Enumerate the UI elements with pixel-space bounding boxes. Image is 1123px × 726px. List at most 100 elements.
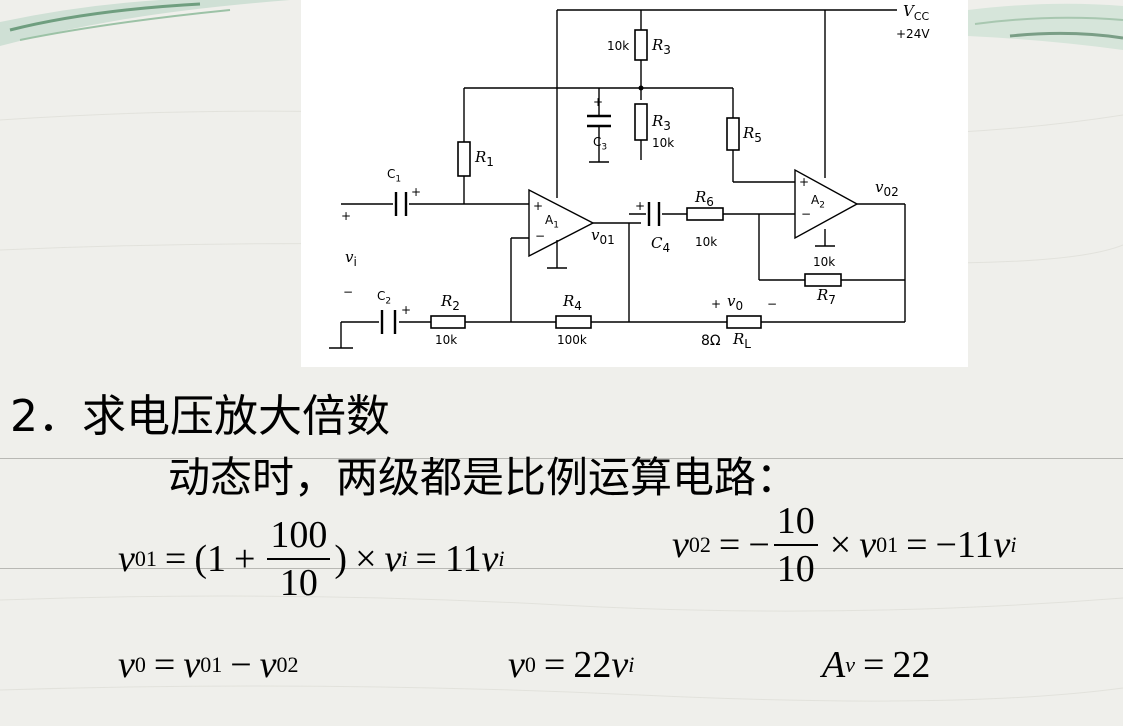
- r3-bottom-resistor: [634, 103, 648, 141]
- rl-value: 8Ω: [701, 333, 721, 349]
- r3-top-value: 10k: [607, 39, 630, 53]
- r6-value: 10k: [695, 235, 718, 249]
- eq1-times: ×: [355, 538, 377, 580]
- c3-sub: 3: [601, 142, 608, 153]
- r2-value: 10k: [435, 333, 458, 347]
- eq1-numerator: 100: [267, 516, 331, 560]
- rule-line-1: [0, 458, 1123, 459]
- r4-value: 100k: [557, 333, 587, 347]
- eq4-lhs-sub: 0: [524, 652, 536, 677]
- r2-resistor: [430, 315, 466, 329]
- eq2-equals-2: =: [906, 524, 928, 566]
- rl-resistor: [726, 315, 762, 329]
- vo-minus: −: [767, 297, 778, 311]
- eq1-lhs: v: [118, 538, 135, 580]
- c2-plus: +: [401, 303, 412, 317]
- r4-sub: 4: [574, 299, 582, 313]
- eq2-v-sub: 01: [876, 532, 899, 557]
- c2-sub: 2: [385, 296, 392, 307]
- r6-sub: 6: [706, 195, 714, 209]
- rl-sub: L: [744, 337, 751, 351]
- c3-name: C: [593, 135, 602, 149]
- a2-sub: 2: [819, 200, 825, 211]
- eq2-numerator: 10: [773, 502, 818, 546]
- input-plus: +: [341, 209, 352, 223]
- eq4-equals: =: [543, 644, 566, 686]
- eq2-v: v: [859, 524, 877, 566]
- vo-sub: 0: [735, 299, 744, 313]
- input-minus: −: [343, 285, 354, 299]
- eq3-minus: −: [230, 644, 252, 686]
- top-left-decor-swoosh: [0, 0, 290, 46]
- r4-name: R: [563, 292, 575, 310]
- eq1-lhs-sub: 01: [134, 546, 157, 571]
- eq1-denominator: 10: [279, 562, 318, 604]
- r2-sub: 2: [452, 299, 460, 313]
- rl-name: R: [733, 330, 745, 348]
- eq1-result-v: v: [481, 538, 499, 580]
- vcc-label: V: [903, 2, 914, 20]
- c2-name: C: [377, 289, 386, 303]
- eq1-open: (1: [194, 538, 226, 580]
- r7-resistor: [804, 273, 842, 287]
- eq2-lhs: v: [672, 524, 689, 566]
- r1-sub: 1: [486, 155, 494, 169]
- eq3-lhs-sub: 0: [134, 652, 146, 677]
- c4-plus: +: [635, 199, 646, 213]
- r7-name: R: [817, 286, 829, 304]
- a1-plus: +: [533, 199, 544, 213]
- vcc-value: +24V: [896, 27, 930, 41]
- circuit-diagram: VCC +24V 10k R3 R3 10k + C3 R1 R5 C1 + +…: [301, 0, 968, 367]
- r3-top-sub: 3: [663, 43, 671, 57]
- circuit-wires: [329, 9, 906, 349]
- eq2-times: ×: [829, 524, 852, 566]
- eq2-lhs-sub: 02: [688, 532, 711, 557]
- r7-sub: 7: [828, 293, 836, 307]
- eq2-neg: −: [748, 524, 770, 566]
- r1-resistor: [457, 141, 471, 177]
- top-right-decor-swoosh: [968, 3, 1123, 50]
- r3-bottom-value: 10k: [652, 136, 675, 150]
- eq5-equals: =: [862, 644, 885, 686]
- c1-plus: +: [411, 185, 422, 199]
- r3-bottom-sub: 3: [663, 119, 671, 133]
- eq3-b: v: [259, 644, 277, 686]
- vo-plus: +: [711, 297, 722, 311]
- eq2-equals: =: [718, 524, 741, 566]
- vcc-sub: CC: [913, 10, 930, 23]
- c1-name: C: [387, 167, 396, 181]
- vo1-sub: 01: [599, 233, 615, 247]
- eq1-vi-sub: i: [401, 546, 408, 571]
- vo2-name: v: [875, 178, 884, 196]
- eq3-a-sub: 01: [200, 652, 223, 677]
- r3-top-resistor: [634, 29, 648, 61]
- eq1-plus: +: [233, 538, 256, 580]
- rule-line-2: [0, 568, 1123, 569]
- eq5-lhs-sub: v: [845, 652, 855, 677]
- eq4-result-sub: i: [628, 652, 635, 677]
- r3-top-name: R: [652, 36, 664, 54]
- a1-sub: 1: [553, 220, 559, 231]
- c4-name: C: [651, 234, 663, 252]
- eq1-equals-2: =: [415, 538, 437, 580]
- eq3-equals: =: [153, 644, 176, 686]
- eq2-result-v: v: [993, 524, 1011, 566]
- eq2-result-sub: i: [1010, 532, 1017, 557]
- vi-name: v: [345, 248, 354, 266]
- r5-name: R: [743, 124, 755, 142]
- c4-sub: 4: [662, 241, 671, 255]
- r6-name: R: [695, 188, 707, 206]
- a1-name: A: [545, 213, 554, 227]
- a2-name: A: [811, 193, 820, 207]
- eq4-lhs: v: [508, 644, 525, 686]
- r5-resistor: [726, 117, 740, 151]
- eq4-result-v: v: [611, 644, 629, 686]
- eq3-b-sub: 02: [276, 652, 299, 677]
- a2-minus: −: [801, 207, 812, 221]
- r6-resistor: [686, 207, 724, 221]
